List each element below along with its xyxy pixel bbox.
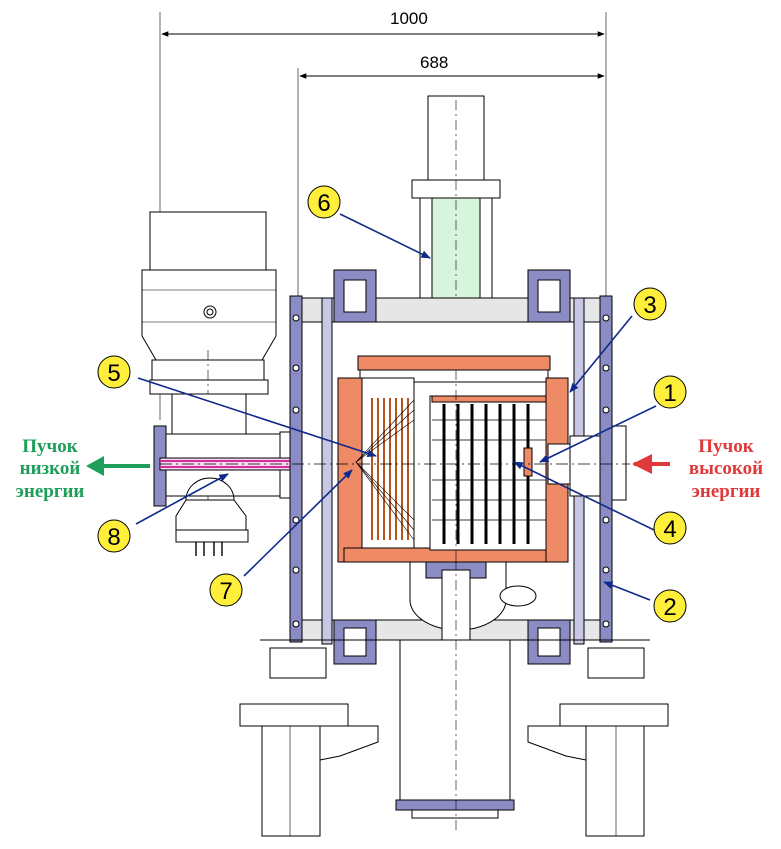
left-support [239,647,379,837]
left-flange [289,295,303,643]
high-beam-label-3: энергии [692,481,761,502]
grid-plates-left [371,398,409,540]
callout-3: 3 [633,287,667,321]
svg-text:2: 2 [663,594,676,621]
low-beam-label-2: низкой [20,458,81,479]
svg-text:6: 6 [317,190,330,217]
svg-text:8: 8 [107,524,120,551]
svg-text:7: 7 [219,578,232,605]
low-beam-label-3: энергии [16,481,85,502]
svg-text:5: 5 [107,360,120,387]
callout-2: 2 [653,589,687,623]
dimension-688: 688 [297,53,605,300]
high-beam-label-1: Пучок [698,436,753,457]
low-beam-label-1: Пучок [22,436,77,457]
callout-1: 1 [653,375,687,409]
callout-6: 6 [307,185,341,219]
high-beam-label-2: высокой [689,458,763,479]
electrode-stack [432,404,546,544]
bolts [292,314,610,628]
callout-8: 8 [97,519,131,553]
high-energy-beam-indicator: Пучок высокой энергии [632,436,763,502]
low-energy-beam-indicator: Пучок низкой энергии [16,436,150,502]
right-support [527,647,669,837]
leader-lines [135,213,657,601]
callout-5: 5 [97,355,131,389]
svg-text:1: 1 [663,380,676,407]
bottom-column [260,560,650,830]
callout-7: 7 [209,573,243,607]
dimension-1000-label: 1000 [390,9,428,28]
callout-4: 4 [653,511,687,545]
main-chamber [160,269,630,665]
dimension-688-label: 688 [420,53,448,72]
svg-text:4: 4 [663,516,676,543]
svg-text:3: 3 [643,292,656,319]
